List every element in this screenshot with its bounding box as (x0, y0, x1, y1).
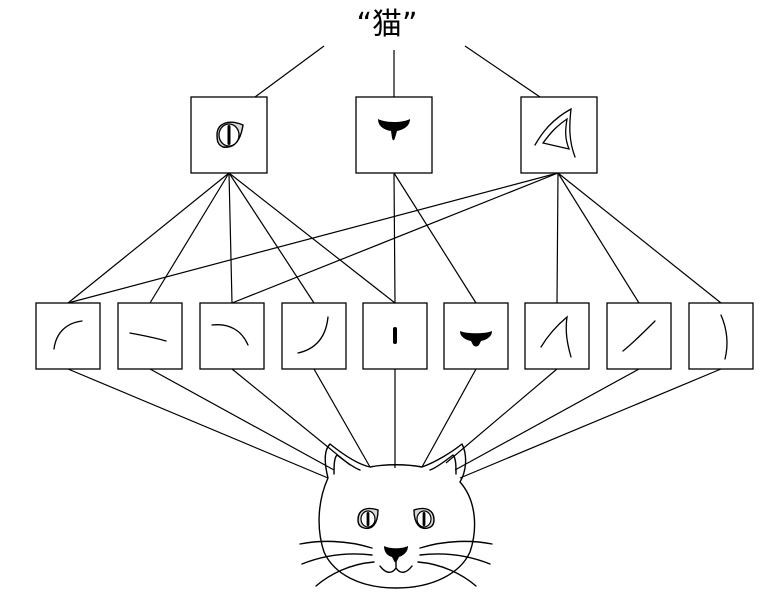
edge-e2-cat (149, 368, 335, 471)
edge-feature-8 (606, 302, 672, 370)
edge-feature-3 (199, 302, 265, 370)
cat-right-inner-ear (429, 454, 457, 475)
edge-ear-e9 (557, 172, 722, 304)
cat-right-eye (413, 507, 435, 530)
vertical-curve-icon (720, 314, 728, 360)
edge-ear-e1 (67, 172, 559, 304)
edge-e6-cat (421, 368, 477, 468)
edge-feature-4 (281, 302, 347, 370)
cat-left-inner-ear (333, 454, 361, 475)
cat-face-icon (299, 443, 493, 589)
nose-blob-icon (460, 331, 492, 347)
feature-edges (67, 172, 722, 304)
edge-eye-e1 (67, 172, 230, 304)
diagram-title: “猫” (356, 7, 417, 42)
edge-e4-cat (313, 368, 371, 468)
cat-mouth (379, 561, 413, 573)
edge-feature-1 (35, 302, 101, 370)
curve-bottom-right-icon (297, 316, 329, 354)
arc-top-right-icon (211, 324, 249, 346)
image-edges (67, 368, 722, 479)
cat-nose (384, 546, 408, 563)
edge-feature-9 (688, 302, 754, 370)
edge-e1-cat (67, 368, 329, 479)
cat-head-outline (318, 443, 476, 589)
edge-ear-e7 (556, 172, 559, 304)
edge-ear-e8 (557, 172, 640, 304)
ear-icon (534, 107, 576, 158)
title-edges (254, 45, 541, 98)
edge-e7-cat (445, 368, 558, 464)
edge-e3-cat (231, 368, 351, 466)
ear-tip-icon (540, 315, 572, 358)
edge-eye-e4 (228, 172, 315, 304)
vertical-dash-icon (393, 327, 397, 344)
edge-ear-e3 (231, 172, 559, 304)
edge-nose-e6 (393, 172, 477, 304)
edge-title-eye (254, 45, 325, 98)
nose-icon (378, 119, 410, 141)
edge-title-ear (464, 45, 541, 98)
edge-feature-6 (443, 302, 509, 370)
cat-left-eye (357, 507, 379, 530)
edge-feature-2 (117, 302, 183, 370)
cat-whiskers (299, 540, 493, 587)
edge-e8-cat (454, 368, 640, 471)
eye-icon (216, 121, 244, 148)
slant-line-icon (129, 332, 167, 342)
diagonal-line-icon (622, 320, 656, 352)
top-feature-eye (190, 96, 268, 174)
edge-eye-e3 (228, 172, 233, 304)
top-feature-nose (355, 96, 433, 174)
edge-feature-5 (362, 302, 428, 370)
edge-e9-cat (459, 368, 722, 479)
edge-eye-e2 (149, 172, 230, 304)
top-feature-ear (520, 96, 598, 174)
edge-feature-7 (524, 302, 590, 370)
arc-up-left-icon (53, 320, 83, 350)
